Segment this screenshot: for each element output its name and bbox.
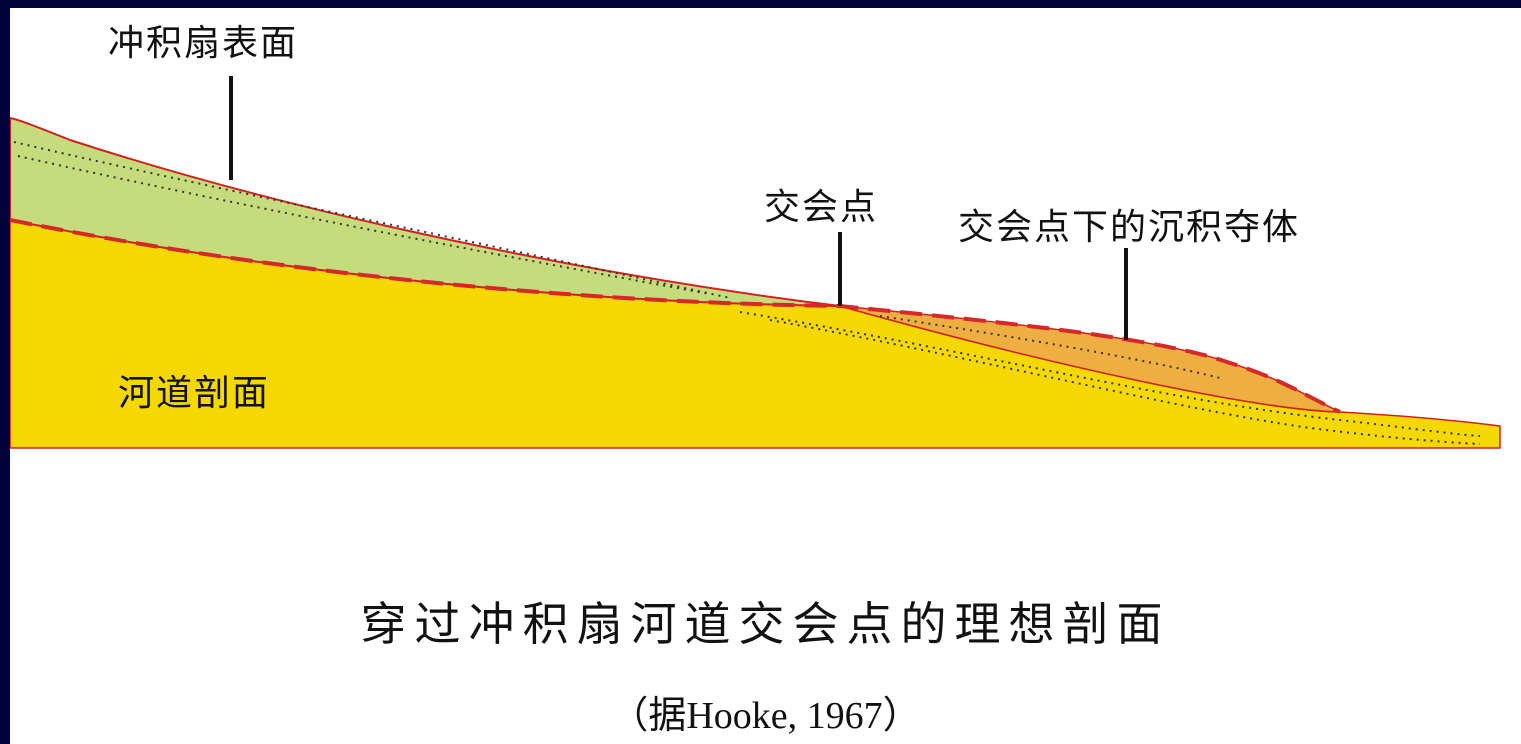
channel-profile-label: 河道剖面 — [118, 373, 271, 414]
deposit-area — [839, 305, 1341, 413]
deposit-below-label: 交会点下的沉积夺体 — [958, 207, 1301, 248]
intersection-point-label: 交会点 — [764, 187, 879, 228]
cross-section-diagram — [10, 76, 1501, 449]
channel-dashed-boundary — [10, 218, 1341, 414]
slide-canvas: 冲积扇表面 河道剖面 交会点 交会点下的沉积夺体 穿过冲积扇河道交会点的理想剖面… — [10, 8, 1521, 744]
figure-caption-source: （据Hooke, 1967） — [610, 695, 921, 737]
fan-surface-label: 冲积扇表面 — [108, 23, 299, 64]
figure-caption-title: 穿过冲积扇河道交会点的理想剖面 — [360, 597, 1171, 651]
